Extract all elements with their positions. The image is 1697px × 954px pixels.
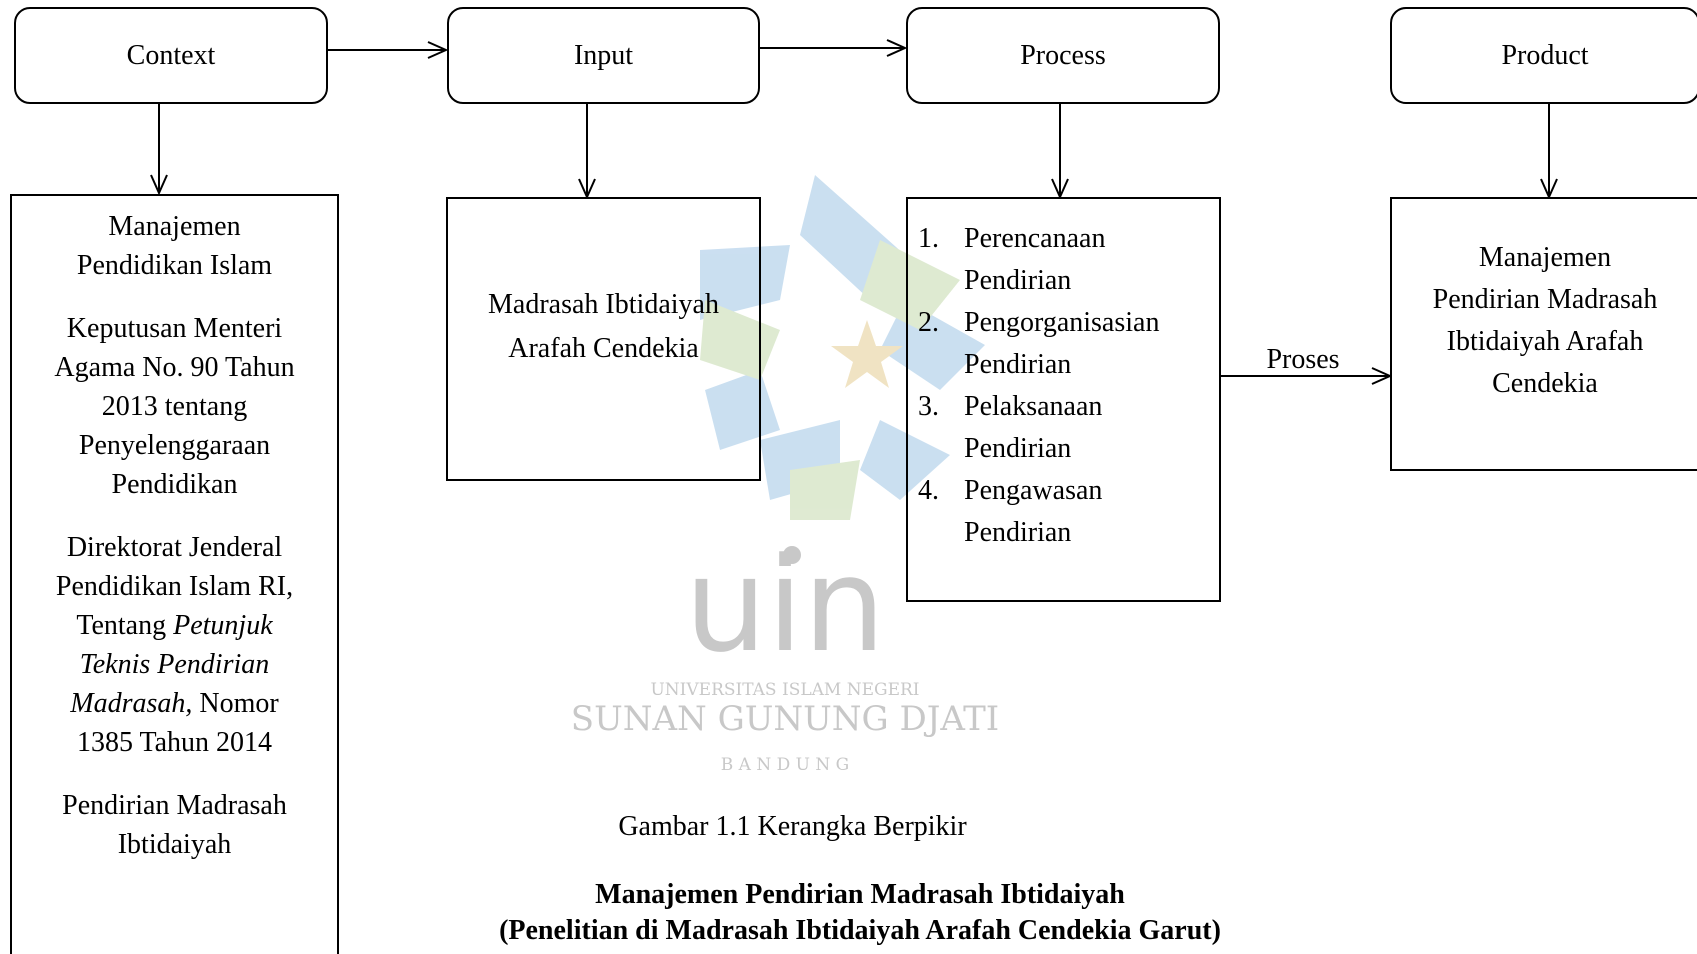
- input-detail-text: Madrasah Ibtidaiyah Arafah Cendekia: [446, 283, 761, 371]
- context-p2-line: 2013 tentang: [101, 391, 248, 422]
- step-text: Pendirian: [964, 265, 1072, 296]
- product-detail-line: Pendirian Madrasah: [1432, 284, 1658, 315]
- context-p4-line: Ibtidaiyah: [117, 829, 232, 860]
- context-p2-line: Penyelenggaraan: [78, 430, 271, 461]
- step-number: 1.: [918, 223, 939, 254]
- context-label: Context: [126, 39, 216, 71]
- context-p2-line: Pendidikan: [111, 469, 238, 500]
- context-detail-box: [10, 194, 339, 954]
- context-p3-italic: Petunjuk: [173, 610, 273, 641]
- process-box: Process: [906, 7, 1220, 104]
- product-detail-line: Ibtidaiyah Arafah: [1446, 326, 1644, 357]
- context-p2-line: Keputusan Menteri: [66, 313, 283, 344]
- watermark-dot-icon: [783, 546, 801, 564]
- context-detail-text: Manajemen Pendidikan Islam Keputusan Men…: [12, 207, 337, 864]
- product-label: Product: [1501, 39, 1589, 71]
- product-detail-text: Manajemen Pendirian Madrasah Ibtidaiyah …: [1390, 237, 1697, 405]
- context-p3-italic: Madrasah,: [70, 688, 193, 719]
- input-detail-line: Madrasah Ibtidaiyah: [488, 289, 719, 320]
- context-p4-line: Pendirian Madrasah: [62, 790, 287, 821]
- figure-title-line-2: (Penelitian di Madrasah Ibtidaiyah Arafa…: [499, 915, 1221, 946]
- process-detail-box: [906, 197, 1221, 602]
- figure-caption: Gambar 1.1 Kerangka Berpikir: [618, 811, 967, 842]
- step-text: Pelaksanaan: [964, 391, 1103, 422]
- input-detail-box: [446, 197, 761, 481]
- context-p2-line: Agama No. 90 Tahun: [54, 352, 295, 383]
- step-text: Pengawasan: [964, 475, 1103, 506]
- input-box: Input: [447, 7, 760, 104]
- input-label: Input: [573, 39, 634, 71]
- context-p3-line: Tentang: [76, 610, 174, 641]
- watermark-line-1: UNIVERSITAS ISLAM NEGERI: [650, 680, 919, 700]
- step-number: 3.: [918, 391, 939, 422]
- product-detail-line: Manajemen: [1478, 242, 1612, 273]
- context-box: Context: [14, 7, 328, 104]
- figure-title-line-1: Manajemen Pendirian Madrasah Ibtidaiyah: [595, 879, 1125, 910]
- step-text: Perencanaan: [964, 223, 1106, 254]
- step-text: Pendirian: [964, 349, 1072, 380]
- watermark-line-3: B A N D U N G: [721, 755, 849, 775]
- step-text: Pendirian: [964, 517, 1072, 548]
- context-p1-line: Manajemen: [108, 211, 241, 242]
- context-p3-italic: Teknis Pendirian: [79, 649, 270, 680]
- context-p3-line: 1385 Tahun 2014: [76, 727, 273, 758]
- context-p1: Manajemen Pendidikan Islam: [12, 207, 337, 285]
- proses-arrow-label: Proses: [1266, 344, 1340, 375]
- input-detail-line: Arafah Cendekia: [508, 333, 699, 364]
- step-text: Pengorganisasian: [964, 307, 1160, 338]
- product-detail-box: [1390, 197, 1697, 471]
- process-label: Process: [1020, 39, 1106, 71]
- product-box: Product: [1390, 7, 1697, 104]
- context-p3-line: Direktorat Jenderal: [66, 532, 283, 563]
- context-p4: Pendirian Madrasah Ibtidaiyah: [12, 786, 337, 864]
- context-p2: Keputusan Menteri Agama No. 90 Tahun 201…: [12, 309, 337, 504]
- step-number: 2.: [918, 307, 939, 338]
- step-text: Pendirian: [964, 433, 1072, 464]
- star-ornament-icon: [700, 175, 985, 520]
- context-p3-line: Nomor: [192, 688, 279, 719]
- context-p1-line: Pendidikan Islam: [76, 250, 273, 281]
- step-number: 4.: [918, 475, 939, 506]
- context-p3-line: Pendidikan Islam RI,: [55, 571, 294, 602]
- context-p3: Direktorat Jenderal Pendidikan Islam RI,…: [12, 528, 337, 762]
- watermark-line-2: SUNAN GUNUNG DJATI: [571, 699, 999, 739]
- product-detail-line: Cendekia: [1492, 368, 1598, 399]
